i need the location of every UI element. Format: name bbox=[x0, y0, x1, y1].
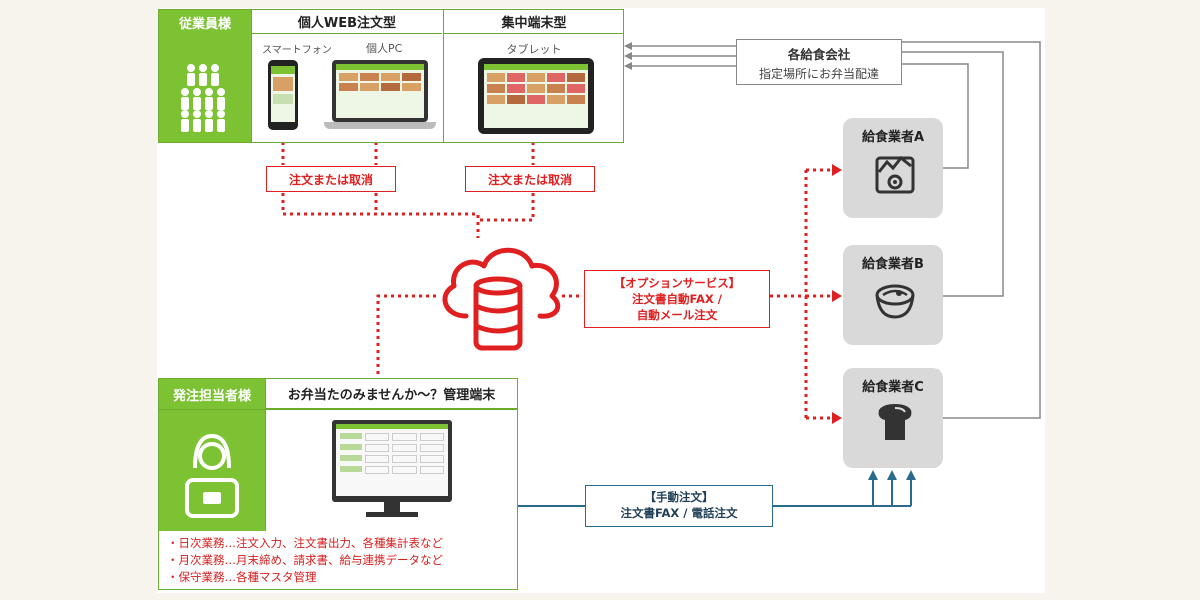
line-delivery-a bbox=[902, 63, 969, 169]
arrow-manual-2 bbox=[887, 470, 897, 480]
manual-order-methods: 注文書FAX / 電話注文 bbox=[620, 506, 738, 520]
vendor-b-name: 給食業者B bbox=[862, 257, 924, 272]
bread-icon bbox=[878, 404, 912, 440]
order-cancel-label-personal: 注文または取消 bbox=[266, 166, 396, 192]
line-tablet-to-cloud bbox=[478, 193, 535, 222]
arrow-vendor-c bbox=[832, 412, 842, 424]
bowl-icon bbox=[875, 284, 915, 319]
central-title: 集中端末型 bbox=[444, 10, 624, 34]
pc-label-text: 個人PC bbox=[366, 42, 403, 55]
employee-label: 従業員様 bbox=[159, 10, 251, 34]
delivery-box: 各給食会社 指定場所にお弁当配達 bbox=[736, 39, 902, 85]
line-delivery-b bbox=[902, 51, 1004, 297]
employee-people-panel bbox=[159, 34, 251, 142]
delivery-box-title: 各給食会社 bbox=[787, 47, 851, 62]
admin-title: お弁当たのみませんか～？管理端末 bbox=[265, 379, 517, 409]
smartphone-label: スマートフォン bbox=[262, 45, 332, 56]
option-service-mail: 自動メール注文 bbox=[636, 308, 718, 322]
vendor-a-card: 給食業者A bbox=[843, 118, 943, 218]
employee-block: 従業員様 個人WEB注文型 スマートフォン 個人PC bbox=[158, 9, 624, 143]
order-cancel-label-central: 注文または取消 bbox=[465, 166, 595, 192]
operator-icon bbox=[185, 433, 239, 518]
cloud-database-icon bbox=[442, 247, 561, 351]
task-daily: ・日次業務…注文入力、注文書出力、各種集計表など bbox=[167, 536, 443, 550]
line-delivery-c bbox=[902, 41, 1041, 419]
manual-order-box: 【手動注文】 注文書FAX / 電話注文 bbox=[585, 485, 773, 527]
tablet-label: タブレット bbox=[506, 43, 562, 56]
vendor-b-card: 給食業者B bbox=[843, 245, 943, 345]
laptop-device bbox=[332, 60, 428, 122]
personal-web-column: 個人WEB注文型 スマートフォン 個人PC bbox=[251, 10, 443, 142]
smartphone-device bbox=[268, 60, 298, 130]
central-column: 集中端末型 タブレット bbox=[443, 10, 624, 142]
arrow-manual-1 bbox=[868, 470, 878, 480]
vendor-a-name: 給食業者A bbox=[861, 130, 925, 145]
option-service-fax: 注文書自動FAX / bbox=[631, 292, 722, 306]
personal-web-title: 個人WEB注文型 bbox=[252, 10, 442, 34]
task-monthly: ・月次業務…月末締め、請求書、給与連携データなど bbox=[167, 553, 443, 567]
line-phone-to-cloud bbox=[281, 193, 480, 238]
admin-task-list: ・日次業務…注文入力、注文書出力、各種集計表など ・月次業務…月末締め、請求書、… bbox=[167, 535, 512, 586]
option-service-box: 【オプションサービス】 注文書自動FAX / 自動メール注文 bbox=[584, 270, 770, 328]
admin-person-panel bbox=[159, 409, 265, 531]
arrow-vendor-b bbox=[832, 290, 842, 302]
vendor-c-card: 給食業者C bbox=[843, 368, 943, 468]
manual-order-title: 【手動注文】 bbox=[644, 490, 714, 504]
kitchen-icon bbox=[875, 155, 915, 194]
admin-label: 発注担当者様 bbox=[159, 379, 265, 409]
arrow-manual-3 bbox=[906, 470, 916, 480]
people-group-icon bbox=[181, 64, 225, 132]
admin-monitor bbox=[332, 420, 452, 502]
arrow-vendor-a bbox=[832, 164, 842, 176]
admin-terminal-panel bbox=[265, 409, 517, 531]
line-cloud-to-admin bbox=[376, 294, 436, 378]
admin-block: 発注担当者様 お弁当たのみませんか～？管理端末 bbox=[158, 378, 518, 590]
task-maintenance: ・保守業務…各種マスタ管理 bbox=[167, 570, 317, 584]
vendor-c-name: 給食業者C bbox=[862, 380, 924, 395]
delivery-box-subtitle: 指定場所にお弁当配達 bbox=[758, 67, 879, 81]
option-service-title: 【オプションサービス】 bbox=[613, 276, 741, 290]
tablet-device bbox=[478, 58, 594, 134]
